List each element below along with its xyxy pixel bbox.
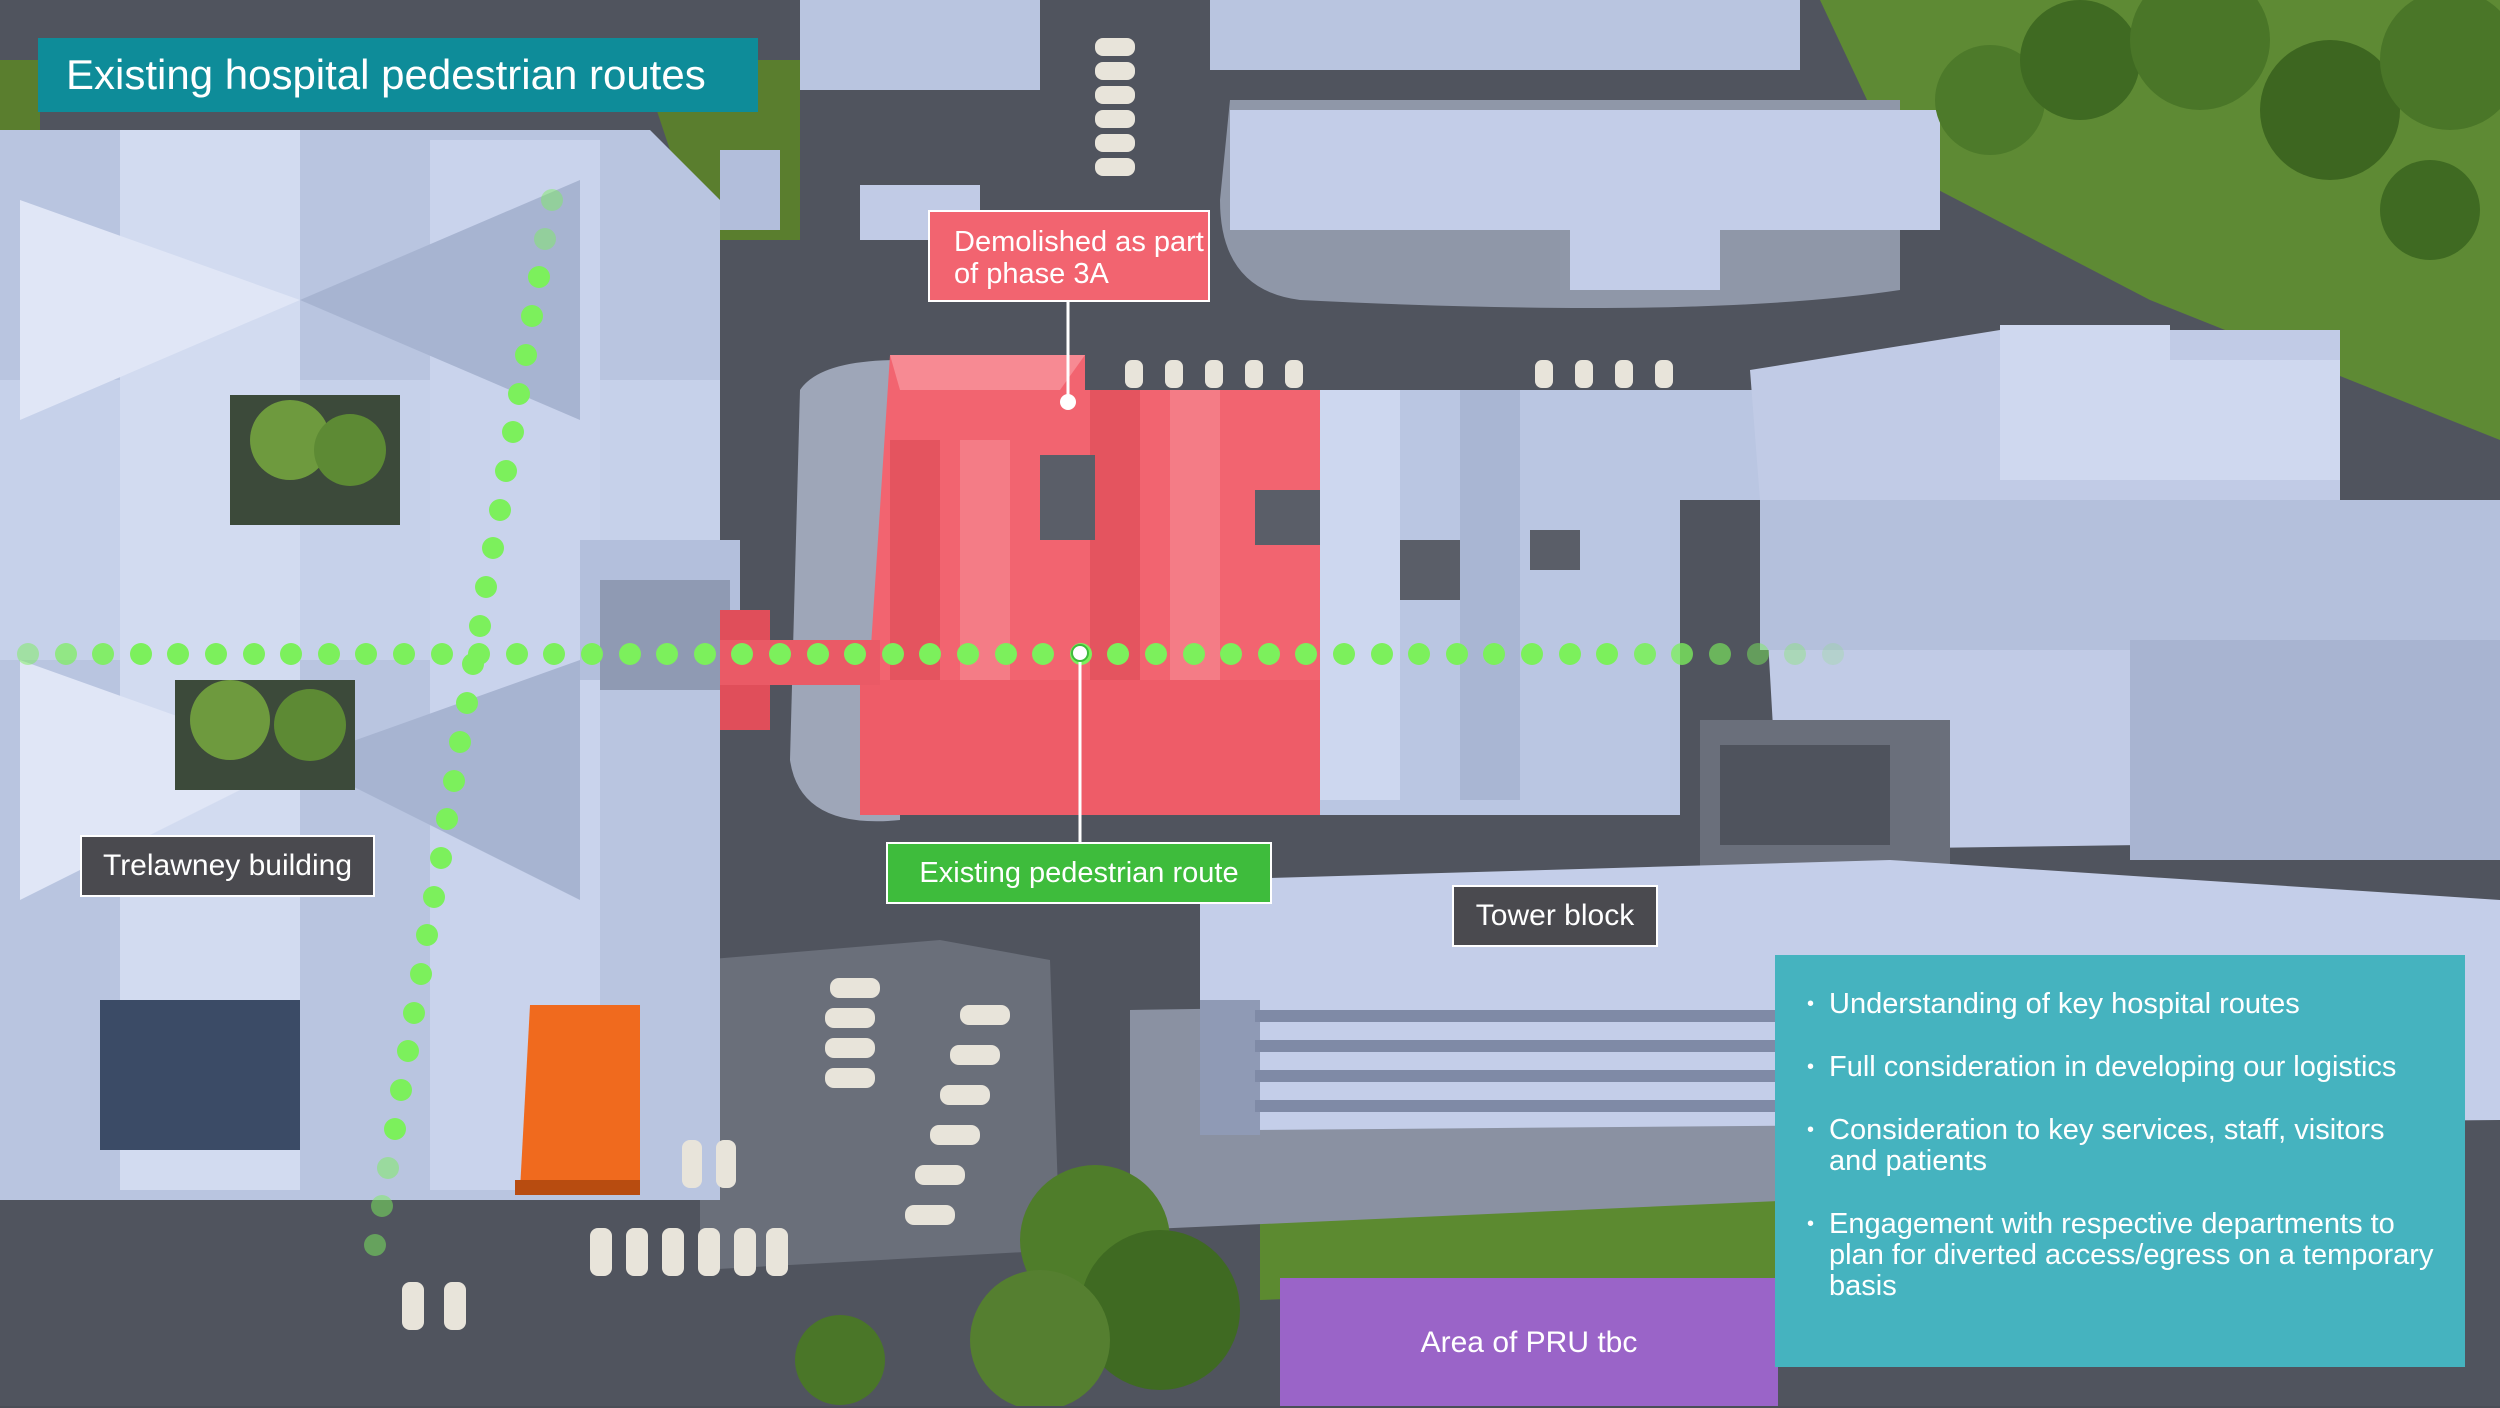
route-dot: [410, 963, 432, 985]
route-dot: [205, 643, 227, 665]
route-dot: [1183, 643, 1205, 665]
route-dot: [469, 615, 491, 637]
route-dot: [377, 1157, 399, 1179]
route-dot: [55, 643, 77, 665]
route-dot: [844, 643, 866, 665]
route-dot: [1747, 643, 1769, 665]
route-dot: [995, 643, 1017, 665]
trelawney-building-model: [0, 130, 740, 1200]
route-dot: [919, 643, 941, 665]
route-dot: [769, 643, 791, 665]
info-list: Understanding of key hospital routes Ful…: [1807, 989, 2439, 1302]
route-dot: [541, 189, 563, 211]
route-dot: [475, 576, 497, 598]
route-dot: [1258, 643, 1280, 665]
trelawney-building-label: Trelawney building: [80, 835, 375, 897]
route-dot: [957, 643, 979, 665]
pedestrian-route-dots: [17, 189, 1844, 1256]
route-dot: [1784, 643, 1806, 665]
route-dot: [364, 1234, 386, 1256]
route-dot: [521, 305, 543, 327]
demolished-label: Demolished as part of phase 3A: [928, 210, 1210, 302]
route-dot: [243, 643, 265, 665]
info-panel: Understanding of key hospital routes Ful…: [1775, 955, 2465, 1367]
route-dot: [1446, 643, 1468, 665]
route-dot: [619, 643, 641, 665]
route-dot: [397, 1040, 419, 1062]
route-dot: [1145, 643, 1167, 665]
route-dot: [390, 1079, 412, 1101]
tower-block-label: Tower block: [1452, 885, 1658, 947]
route-dot: [280, 643, 302, 665]
route-dot: [1521, 643, 1543, 665]
info-item: Engagement with respective departments t…: [1807, 1209, 2439, 1302]
route-dot: [515, 344, 537, 366]
route-dot: [495, 460, 517, 482]
demolished-callout-dot: [1060, 394, 1076, 410]
route-dot: [1559, 643, 1581, 665]
route-dot: [449, 731, 471, 753]
route-dot: [506, 643, 528, 665]
route-dot: [92, 643, 114, 665]
trees: [795, 0, 2500, 1406]
route-dot: [581, 643, 603, 665]
route-dot: [1371, 643, 1393, 665]
info-item: Understanding of key hospital routes: [1807, 989, 2439, 1021]
route-dot: [130, 643, 152, 665]
route-dot: [1295, 643, 1317, 665]
route-dot: [807, 643, 829, 665]
route-dot: [1483, 643, 1505, 665]
parked-cars: [402, 38, 1673, 1330]
route-dot: [1220, 643, 1242, 665]
route-dot: [656, 643, 678, 665]
route-dot: [431, 643, 453, 665]
orange-block: [520, 1005, 640, 1190]
route-dot: [1671, 643, 1693, 665]
route-dot: [384, 1118, 406, 1140]
route-dot: [1709, 643, 1731, 665]
route-dot: [1634, 643, 1656, 665]
route-dot: [1107, 643, 1129, 665]
pedestrian-route-label: Existing pedestrian route: [886, 842, 1272, 904]
route-dot: [393, 643, 415, 665]
route-dot: [1596, 643, 1618, 665]
route-dot: [1408, 643, 1430, 665]
route-dot: [508, 383, 530, 405]
route-dot: [436, 808, 458, 830]
route-dot: [882, 643, 904, 665]
route-dot: [318, 643, 340, 665]
route-dot: [355, 643, 377, 665]
route-dot: [371, 1195, 393, 1217]
info-item: Consideration to key services, staff, vi…: [1807, 1115, 2439, 1177]
route-callout-dot: [1071, 644, 1089, 662]
route-dot: [694, 643, 716, 665]
route-dot: [534, 228, 556, 250]
route-dot: [1333, 643, 1355, 665]
route-dot: [543, 643, 565, 665]
page-title: Existing hospital pedestrian routes: [38, 38, 758, 112]
route-dot: [167, 643, 189, 665]
pru-area-label: Area of PRU tbc: [1280, 1278, 1778, 1406]
route-dot: [423, 886, 445, 908]
route-dot: [416, 924, 438, 946]
demolished-building-model: [720, 355, 1320, 815]
route-dot: [430, 847, 452, 869]
route-dot: [731, 643, 753, 665]
route-dot: [462, 653, 484, 675]
route-dot: [1032, 643, 1054, 665]
route-dot: [528, 266, 550, 288]
route-dot: [1822, 643, 1844, 665]
route-dot: [502, 421, 524, 443]
route-dot: [403, 1002, 425, 1024]
route-dot: [489, 499, 511, 521]
route-dot: [456, 692, 478, 714]
route-dot: [17, 643, 39, 665]
route-dot: [443, 770, 465, 792]
info-item: Full consideration in developing our log…: [1807, 1052, 2439, 1084]
route-dot: [482, 537, 504, 559]
